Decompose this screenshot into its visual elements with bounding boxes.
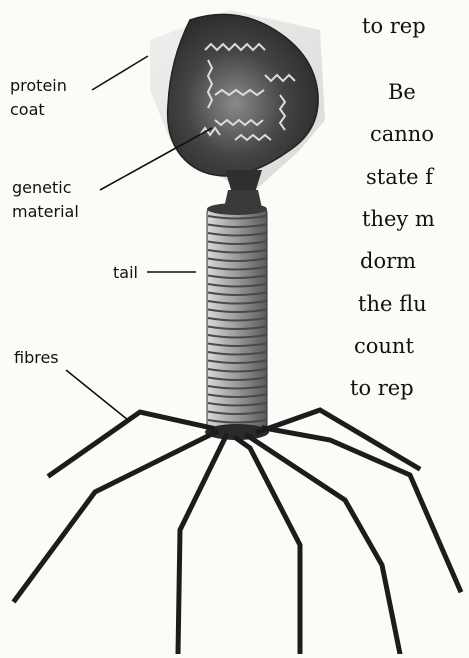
body-text-line: to rep xyxy=(350,376,414,400)
body-text-line: Be xyxy=(388,80,416,104)
label-genetic-material: genetic material xyxy=(12,176,79,224)
tail-fibre xyxy=(248,436,400,654)
tail-top xyxy=(207,203,267,215)
leader-line-fibres xyxy=(66,370,128,420)
tail-fibre xyxy=(236,438,300,654)
label-protein-coat: protein coat xyxy=(10,74,67,122)
label-protein-coat-line-2: coat xyxy=(10,98,67,122)
label-genetic-material-line-2: material xyxy=(12,200,79,224)
leader-line-protein-coat xyxy=(92,56,148,90)
label-tail: tail xyxy=(110,261,138,285)
body-text-line: canno xyxy=(370,122,434,146)
body-text-line: the flu xyxy=(358,292,427,316)
label-fibres: fibres xyxy=(14,346,59,370)
body-text-line: count xyxy=(354,334,414,358)
tail-fibres xyxy=(15,410,460,654)
tail-fibre xyxy=(264,428,460,590)
body-text-line: dorm xyxy=(360,249,416,273)
label-protein-coat-line-1: protein xyxy=(10,74,67,98)
body-text-line: state f xyxy=(366,165,433,189)
body-text-line: to rep xyxy=(362,14,426,38)
tail-fibre xyxy=(178,436,226,654)
label-genetic-material-line-1: genetic xyxy=(12,176,79,200)
body-text-line: they m xyxy=(362,207,435,231)
